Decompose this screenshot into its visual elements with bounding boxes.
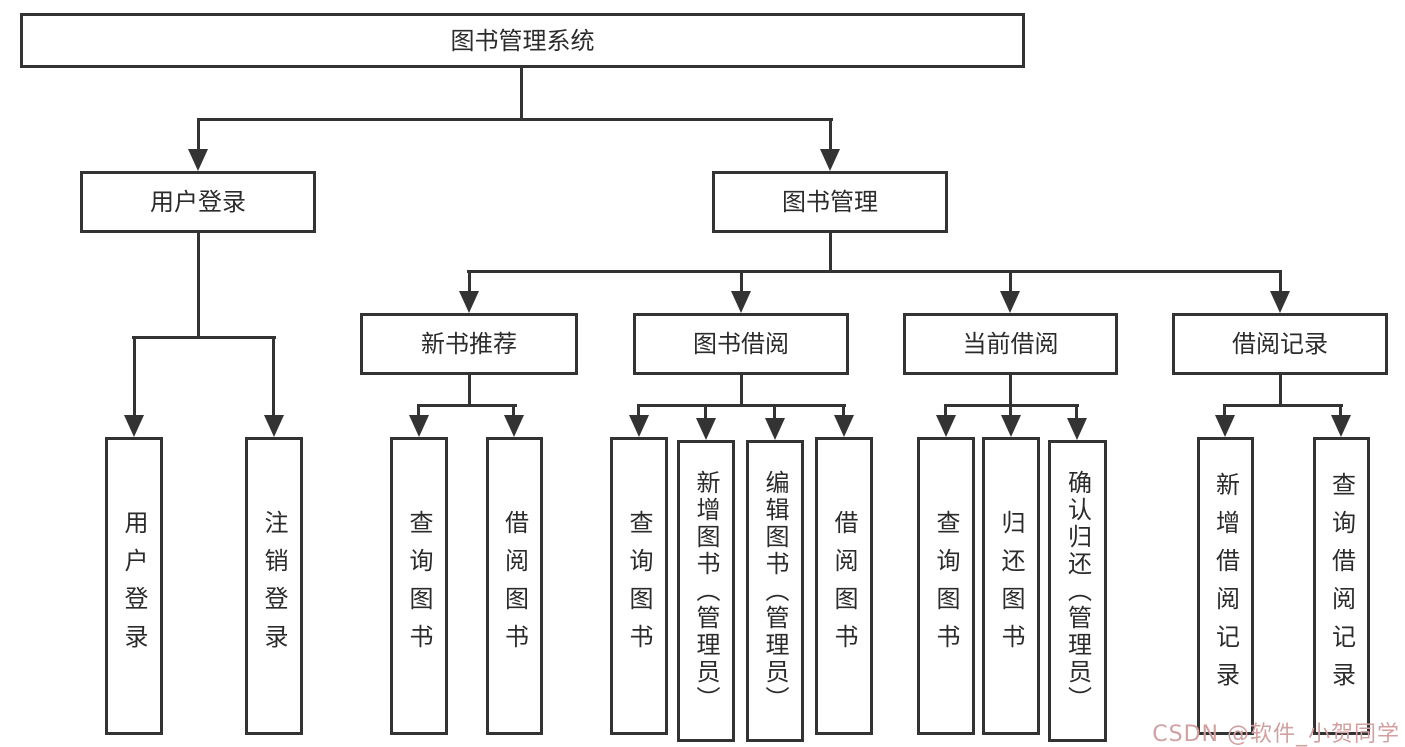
connector-line xyxy=(272,336,275,417)
connector-line xyxy=(468,375,471,406)
arrowhead-down-icon xyxy=(629,415,649,437)
arrowhead-down-icon xyxy=(834,415,854,437)
connector-line xyxy=(842,404,845,417)
node-leaf-logout: 注销登录 xyxy=(245,437,303,735)
connector-line xyxy=(520,68,523,118)
node-leaf-query-books-2: 查询图书 xyxy=(610,437,668,735)
connector-line xyxy=(1009,375,1012,406)
connector-line xyxy=(637,404,640,417)
node-new-book-recommend: 新书推荐 xyxy=(360,313,578,375)
connector-line xyxy=(829,118,832,151)
csdn-watermark: CSDN @软件_小贺同学 xyxy=(1152,722,1400,747)
node-leaf-confirm-return-admin: 确认归还（管理员） xyxy=(1048,440,1107,742)
arrowhead-down-icon xyxy=(1215,415,1235,437)
node-leaf-edit-books-admin: 编辑图书（管理员） xyxy=(746,440,804,742)
connector-line xyxy=(1223,404,1226,417)
node-borrow-records: 借阅记录 xyxy=(1172,313,1388,375)
arrowhead-down-icon xyxy=(188,149,208,171)
arrowhead-down-icon xyxy=(696,418,716,440)
node-book-management: 图书管理 xyxy=(712,171,948,233)
arrowhead-down-icon xyxy=(1000,291,1020,313)
arrowhead-down-icon xyxy=(820,149,840,171)
arrowhead-down-icon xyxy=(264,415,284,437)
node-leaf-add-books-admin: 新增图书（管理员） xyxy=(677,440,735,742)
connector-line xyxy=(467,270,1282,273)
connector-line xyxy=(1009,270,1012,293)
connector-line xyxy=(1075,404,1078,420)
connector-line xyxy=(1223,404,1343,407)
node-leaf-query-books-3: 查询图书 xyxy=(917,437,975,735)
connector-line xyxy=(637,404,846,407)
arrowhead-down-icon xyxy=(409,415,429,437)
arrowhead-down-icon xyxy=(1001,415,1021,437)
connector-line xyxy=(1279,270,1282,293)
node-leaf-borrow-books-1: 借阅图书 xyxy=(486,437,543,735)
arrowhead-down-icon xyxy=(124,415,144,437)
connector-line xyxy=(468,270,471,293)
arrowhead-down-icon xyxy=(1331,415,1351,437)
arrowhead-down-icon xyxy=(765,418,785,440)
node-leaf-query-books-1: 查询图书 xyxy=(390,437,448,735)
connector-line xyxy=(704,404,707,420)
node-leaf-add-borrow-record: 新增借阅记录 xyxy=(1197,437,1254,735)
connector-line xyxy=(512,404,515,417)
node-book-borrow: 图书借阅 xyxy=(633,313,849,375)
connector-line xyxy=(417,404,517,407)
connector-line xyxy=(197,118,833,121)
node-current-borrow: 当前借阅 xyxy=(903,313,1118,375)
node-library-system: 图书管理系统 xyxy=(20,13,1025,68)
connector-line xyxy=(740,375,743,406)
connector-line xyxy=(773,404,776,420)
connector-line xyxy=(1009,404,1012,417)
arrowhead-down-icon xyxy=(731,291,751,313)
node-leaf-return-books: 归还图书 xyxy=(982,437,1040,735)
connector-line xyxy=(417,404,420,417)
node-leaf-user-login: 用户登录 xyxy=(105,437,163,735)
connector-line xyxy=(740,270,743,293)
connector-line xyxy=(133,336,136,417)
arrowhead-down-icon xyxy=(459,291,479,313)
connector-line xyxy=(197,233,200,337)
connector-line xyxy=(132,336,276,339)
connector-line xyxy=(197,118,200,151)
arrowhead-down-icon xyxy=(504,415,524,437)
arrowhead-down-icon xyxy=(936,415,956,437)
connector-line xyxy=(1339,404,1342,417)
connector-line xyxy=(829,233,832,272)
node-leaf-query-borrow-record: 查询借阅记录 xyxy=(1313,437,1370,735)
node-user-login: 用户登录 xyxy=(80,171,316,233)
node-leaf-borrow-books-2: 借阅图书 xyxy=(815,437,873,735)
connector-line xyxy=(1279,375,1282,406)
arrowhead-down-icon xyxy=(1067,418,1087,440)
connector-line xyxy=(944,404,947,417)
arrowhead-down-icon xyxy=(1270,291,1290,313)
